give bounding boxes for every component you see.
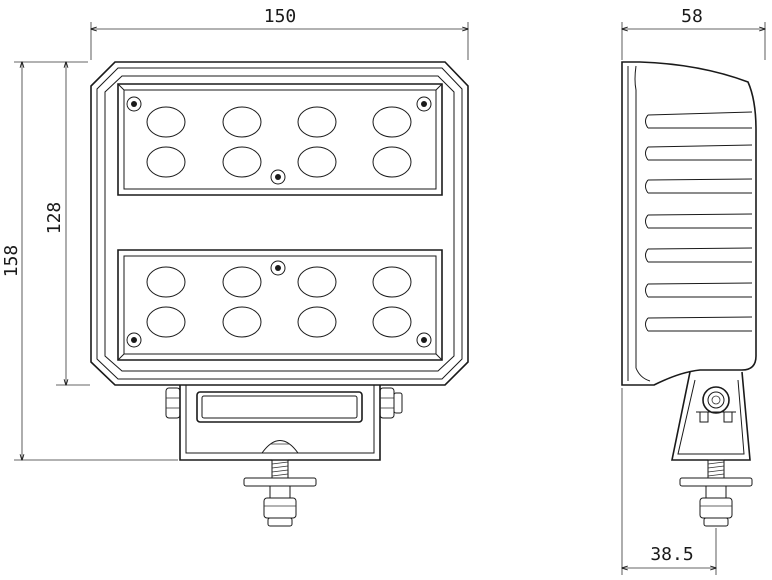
led-lens (222, 106, 262, 138)
dimension-overall-height: 158 (1, 62, 178, 460)
dimension-label-housing-height: 128 (44, 202, 65, 235)
led-lens (372, 266, 412, 298)
side-mounting-bracket (671, 371, 751, 461)
cooling-fins (645, 111, 753, 332)
led-lens (297, 306, 337, 338)
side-stud-bolt (679, 459, 753, 527)
dimension-housing-height: 128 (44, 62, 90, 385)
dimension-width: 150 (91, 6, 468, 60)
dimension-label-bracket-offset: 38.5 (650, 544, 693, 565)
side-housing-outline (621, 61, 757, 386)
dimension-label-depth: 58 (681, 6, 703, 27)
led-lens (372, 146, 412, 178)
led-lens (146, 146, 186, 178)
side-view: 58 38.5 (621, 6, 765, 575)
dimension-label-overall-height: 158 (1, 245, 22, 278)
front-view: 150 158 128 (1, 6, 469, 527)
led-lens (372, 306, 412, 338)
front-housing-outline (90, 61, 469, 386)
led-lens (297, 146, 337, 178)
front-mounting-bracket (165, 385, 403, 461)
front-stud-bolt (243, 459, 317, 527)
front-screws (126, 96, 432, 348)
led-lens (297, 266, 337, 298)
dimension-bracket-offset: 38.5 (622, 388, 716, 575)
led-lens (222, 146, 262, 178)
upper-led-panel (117, 83, 443, 196)
dimension-depth: 58 (622, 6, 765, 60)
led-lens (146, 266, 186, 298)
led-lens (222, 306, 262, 338)
led-lens (146, 306, 186, 338)
dimension-label-width: 150 (264, 6, 297, 27)
lower-led-panel (117, 249, 443, 361)
led-lens (222, 266, 262, 298)
led-lens (297, 106, 337, 138)
led-lens (146, 106, 186, 138)
led-lens (372, 106, 412, 138)
